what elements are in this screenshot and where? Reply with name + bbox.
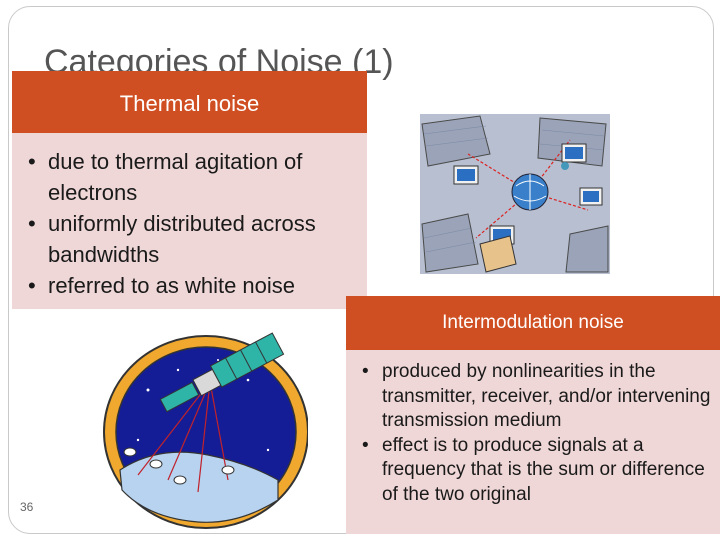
bullet-item: effect is to produce signals at a freque…: [356, 434, 720, 508]
thermal-noise-body: due to thermal agitation of electrons un…: [12, 133, 367, 309]
thermal-noise-heading: Thermal noise: [12, 71, 367, 133]
network-globe-clipart: [420, 114, 610, 274]
bullet-item: produced by nonlinearities in the transm…: [356, 360, 720, 434]
satellite-earth-clipart: [103, 332, 308, 529]
intermodulation-noise-body: produced by nonlinearities in the transm…: [346, 350, 720, 534]
intermodulation-noise-heading: Intermodulation noise: [346, 296, 720, 350]
bullet-item: uniformly distributed across bandwidths: [22, 208, 367, 270]
bullet-item: due to thermal agitation of electrons: [22, 146, 367, 208]
thermal-noise-bullet-list: due to thermal agitation of electrons un…: [22, 146, 367, 301]
intermodulation-noise-bullet-list: produced by nonlinearities in the transm…: [356, 360, 720, 507]
thermal-noise-heading-text: Thermal noise: [119, 91, 260, 116]
bullet-item: referred to as white noise: [22, 270, 367, 301]
slide-number: 36: [20, 500, 34, 514]
